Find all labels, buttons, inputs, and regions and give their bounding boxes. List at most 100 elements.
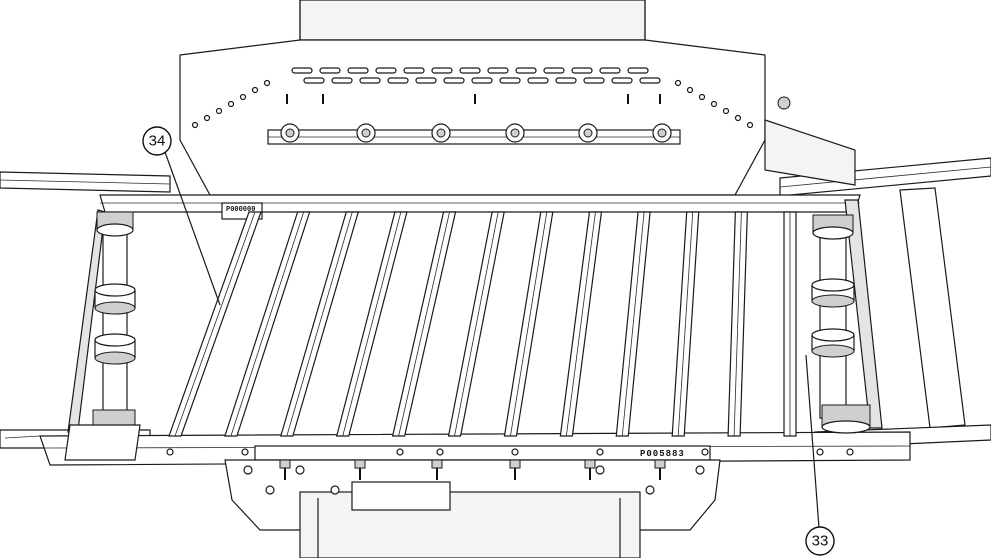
roller-centerline bbox=[565, 211, 596, 437]
vent-slot bbox=[331, 77, 353, 84]
left-collar-1 bbox=[94, 283, 136, 315]
fixing-hole bbox=[734, 114, 742, 122]
guide-roller-hub bbox=[583, 128, 593, 138]
roller-centerline bbox=[174, 211, 256, 437]
lower-housing-bolts bbox=[243, 465, 705, 495]
hood-fixing-holes bbox=[191, 79, 754, 129]
fixing-hole bbox=[227, 100, 235, 108]
guide-roller-hub bbox=[436, 128, 446, 138]
vent-slot bbox=[319, 67, 341, 74]
vent-slot bbox=[543, 67, 565, 74]
callout-33-label: 33 bbox=[812, 533, 829, 550]
vent-slot bbox=[555, 77, 577, 84]
top-plate-code: P000000 bbox=[226, 206, 255, 214]
fixing-hole bbox=[215, 107, 223, 115]
vent-slot bbox=[375, 67, 397, 74]
right-bottom-pulley bbox=[821, 404, 871, 434]
fixing-hole bbox=[746, 121, 754, 129]
fixing-hole bbox=[239, 93, 247, 101]
housing-bolt bbox=[243, 465, 253, 475]
lower-pin-cap bbox=[509, 459, 521, 469]
callout-34-label: 34 bbox=[149, 133, 166, 150]
vent-slot bbox=[527, 77, 549, 84]
lower-housing bbox=[224, 459, 721, 558]
vent-slot bbox=[459, 67, 481, 74]
housing-bolt bbox=[595, 465, 605, 475]
fixing-hole bbox=[722, 107, 730, 115]
rail-hole bbox=[596, 448, 604, 456]
callout-33: 33 bbox=[805, 354, 835, 556]
vent-slot bbox=[583, 77, 605, 84]
conveyor-rollers bbox=[168, 211, 797, 437]
rail-hole bbox=[816, 448, 824, 456]
roller-centerline bbox=[398, 211, 450, 437]
housing-bolt bbox=[295, 465, 305, 475]
vent-slot bbox=[415, 77, 437, 84]
right-collar-2 bbox=[811, 328, 855, 358]
fixing-hole bbox=[674, 79, 682, 87]
guide-roller-hub bbox=[510, 128, 520, 138]
rail-hole bbox=[396, 448, 404, 456]
vent-slot bbox=[291, 67, 313, 74]
vent-slot bbox=[487, 67, 509, 74]
vent-slot bbox=[359, 77, 381, 84]
roller-centerline bbox=[621, 211, 645, 437]
rail-hole bbox=[846, 448, 854, 456]
vent-slot bbox=[611, 77, 633, 84]
housing-bolt bbox=[695, 465, 705, 475]
guide-roller-hub bbox=[657, 128, 667, 138]
hood-vent-slots bbox=[291, 67, 661, 84]
fixing-hole bbox=[191, 121, 199, 129]
roller-centerline bbox=[454, 211, 499, 437]
vent-slot bbox=[471, 77, 493, 84]
fixing-hole bbox=[203, 114, 211, 122]
fixing-hole bbox=[698, 93, 706, 101]
vent-slot bbox=[403, 67, 425, 74]
roller-centerline bbox=[342, 211, 402, 437]
right-drive-shaft bbox=[811, 214, 871, 434]
rail-hole bbox=[511, 448, 519, 456]
fixing-hole bbox=[263, 79, 271, 87]
roller-centerline bbox=[677, 211, 694, 437]
fixing-hole bbox=[251, 86, 259, 94]
fixing-hole bbox=[686, 86, 694, 94]
roller-centerline bbox=[286, 211, 353, 437]
rail-hole bbox=[701, 448, 709, 456]
hood-pins bbox=[286, 94, 661, 104]
front-rail-holes bbox=[166, 448, 854, 456]
vent-slot bbox=[431, 67, 453, 74]
roller-centerline bbox=[510, 211, 548, 437]
lower-pin-cap bbox=[279, 459, 291, 469]
vent-slot bbox=[499, 77, 521, 84]
top-housing bbox=[179, 0, 856, 196]
front-plate-code: P005883 bbox=[640, 449, 685, 459]
right-top-pulley bbox=[812, 214, 854, 240]
vent-slot bbox=[639, 77, 661, 84]
conveyor-frame: P005883 P000000 bbox=[4, 194, 911, 466]
vent-slot bbox=[599, 67, 621, 74]
lower-pins bbox=[279, 459, 666, 480]
vent-slot bbox=[515, 67, 537, 74]
left-drive-shaft bbox=[64, 211, 141, 461]
vent-slot bbox=[387, 77, 409, 84]
lower-pin-cap bbox=[584, 459, 596, 469]
rail-hole bbox=[241, 448, 249, 456]
fixing-hole bbox=[710, 100, 718, 108]
lower-pin-cap bbox=[354, 459, 366, 469]
roller-centerline bbox=[230, 211, 305, 437]
callout-34: 34 bbox=[142, 126, 221, 306]
vent-slot bbox=[627, 67, 649, 74]
left-collar-2 bbox=[94, 333, 136, 365]
hood-guide-rollers bbox=[280, 123, 672, 143]
vent-slot bbox=[571, 67, 593, 74]
rail-hole bbox=[436, 448, 444, 456]
rail-hole bbox=[166, 448, 174, 456]
lower-pin-cap bbox=[654, 459, 666, 469]
right-collar-1 bbox=[811, 278, 855, 308]
guide-roller-hub bbox=[285, 128, 295, 138]
housing-bolt bbox=[645, 485, 655, 495]
left-top-pulley bbox=[96, 211, 134, 237]
vent-slot bbox=[303, 77, 325, 84]
guide-roller-hub bbox=[361, 128, 371, 138]
